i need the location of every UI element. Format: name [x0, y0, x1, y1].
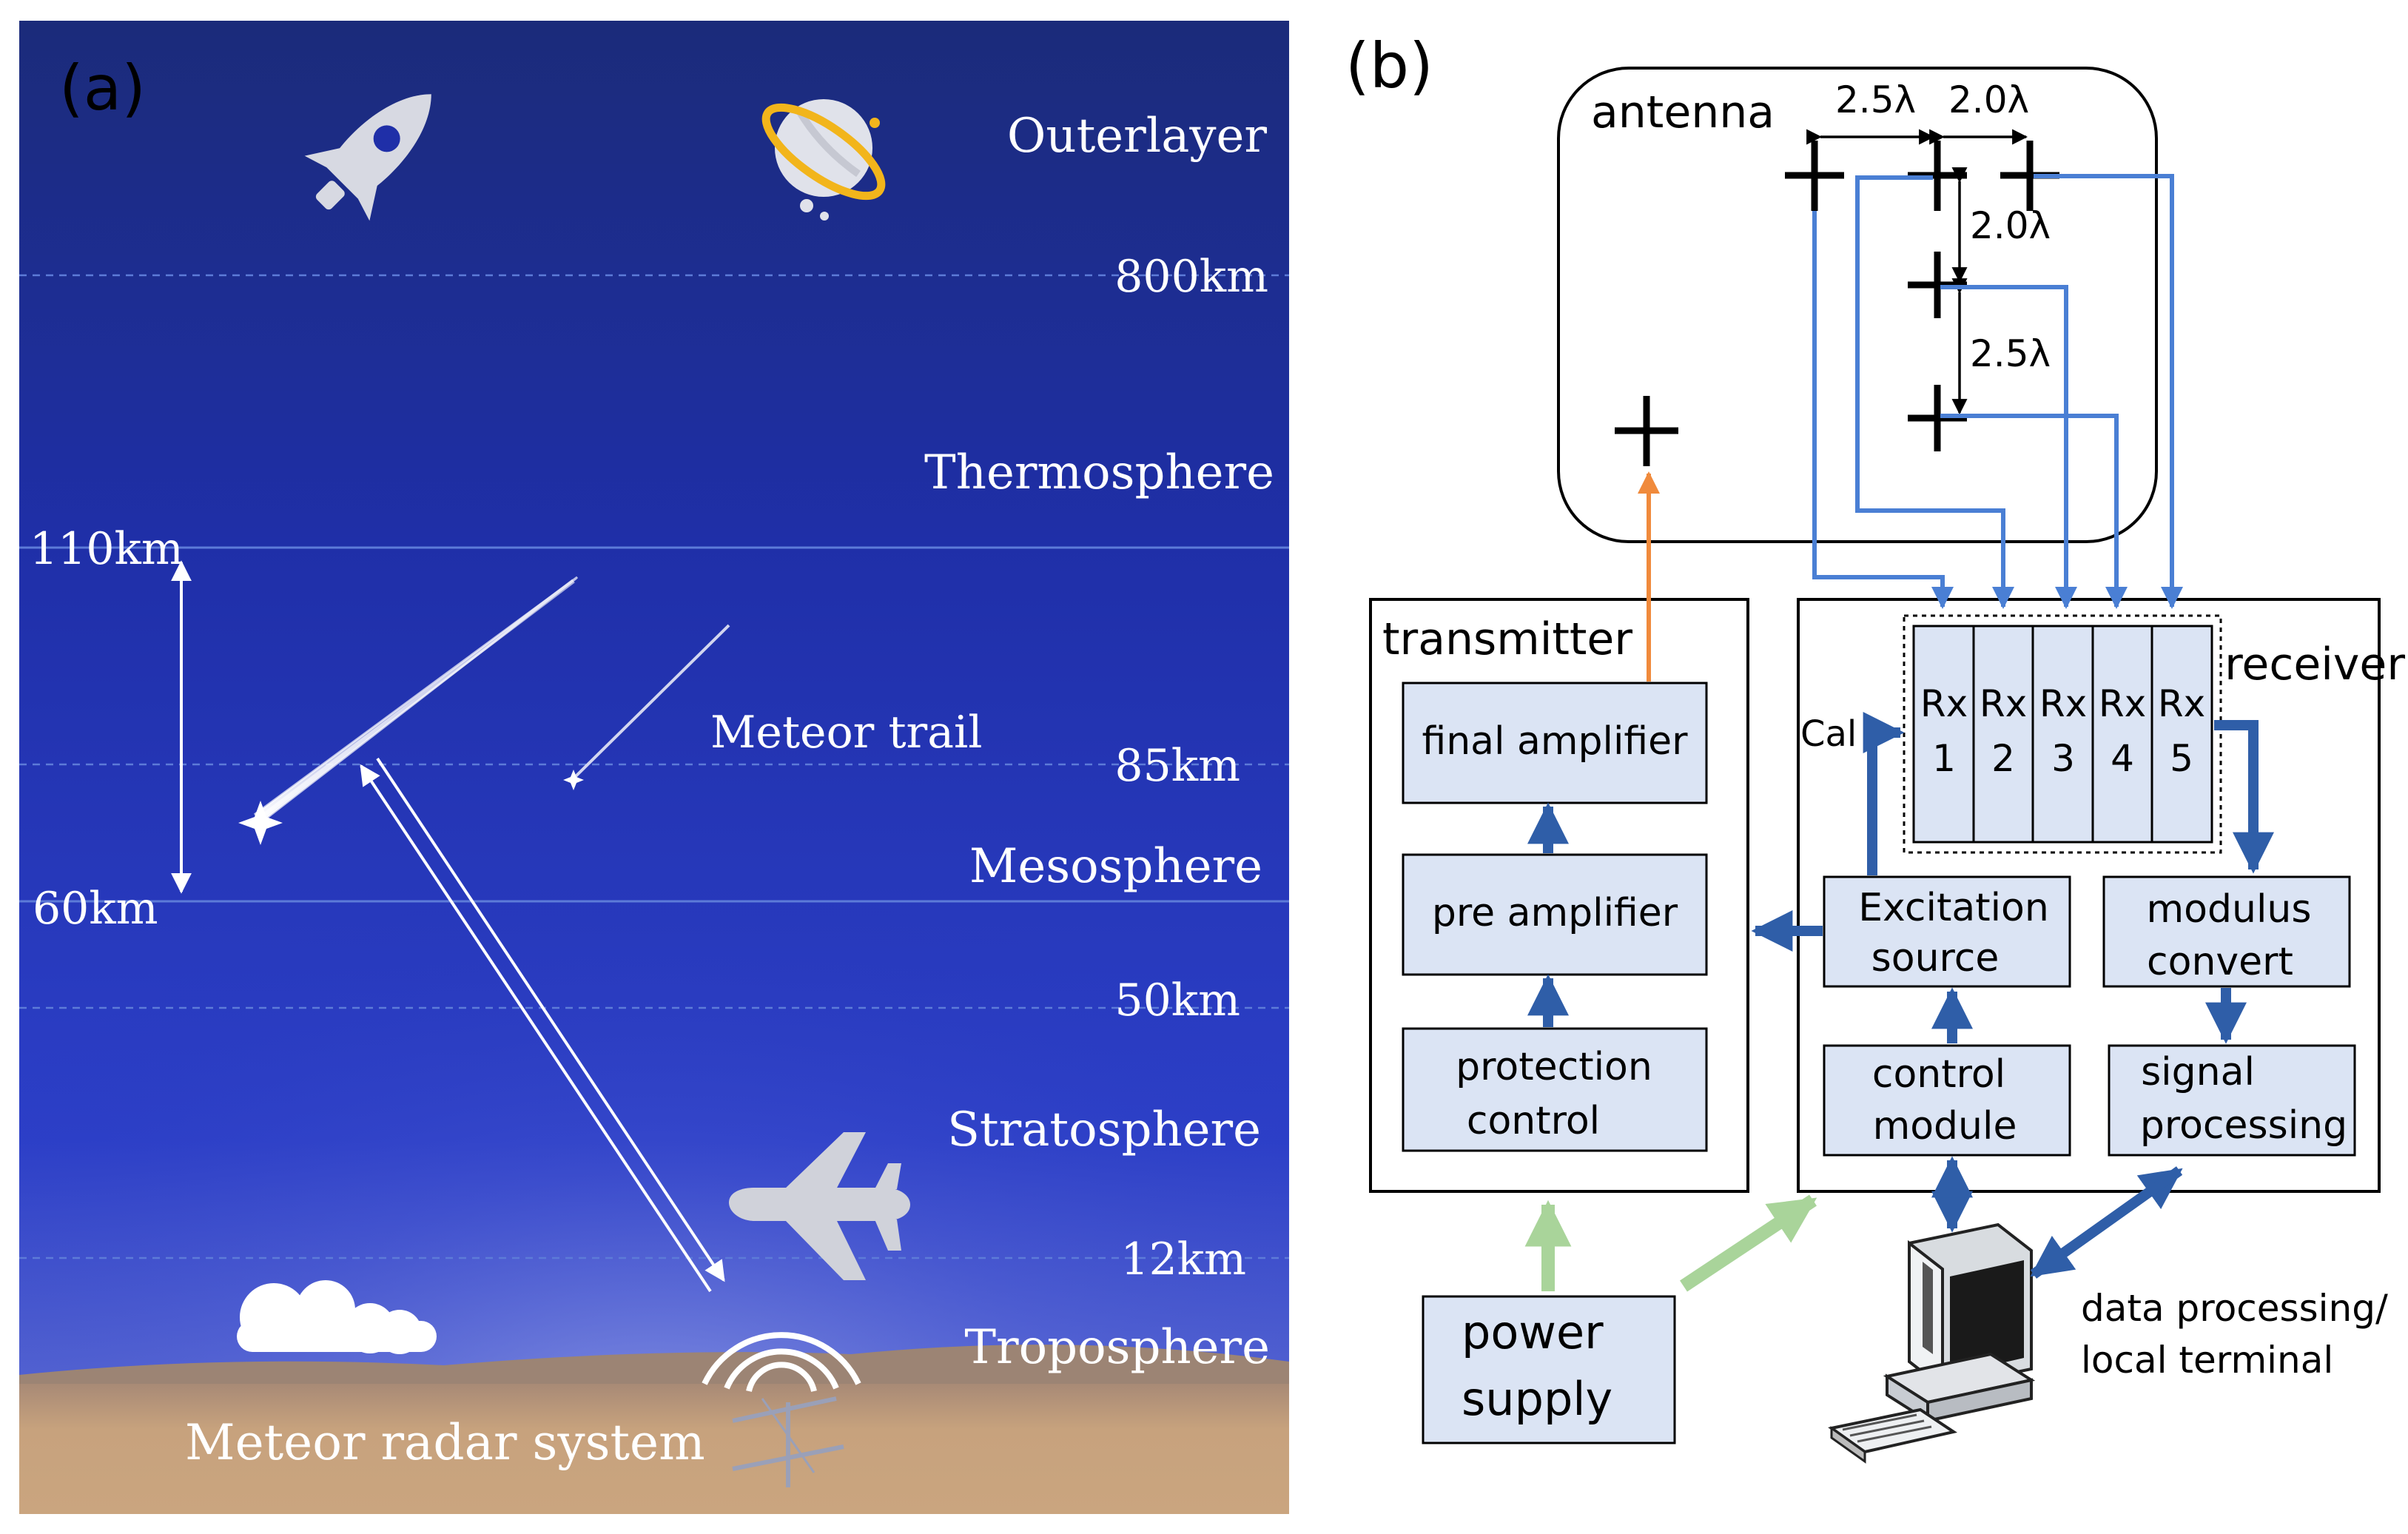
cable-rx1 — [1812, 211, 1954, 609]
control-module-block — [1823, 1044, 2071, 1157]
meteor-trail-2 — [572, 624, 730, 780]
altitude-12km: 12km — [1120, 1234, 1246, 1285]
protection-control-block — [1402, 1027, 1708, 1152]
cable-rx3 — [1940, 285, 2077, 609]
altitude-110km: 110km — [30, 523, 184, 575]
rx-4-number: 4 — [2111, 737, 2134, 780]
cloud-icon — [237, 1280, 437, 1354]
radar-system-label: Meteor radar system — [185, 1414, 705, 1471]
rx-channel-4: Rx 4 — [2099, 682, 2146, 780]
signal-processing-label-2: processing — [2140, 1103, 2347, 1148]
cable-rx4 — [1940, 414, 2128, 609]
rx-4-label: Rx — [2099, 682, 2146, 725]
rx-3-number: 3 — [2051, 737, 2075, 780]
rx-bank — [1912, 625, 2213, 844]
rx-5-number: 5 — [2170, 737, 2193, 780]
spacing-label-2: 2.0λ — [1948, 78, 2029, 121]
spacing-label-1: 2.5λ — [1835, 78, 1916, 121]
transmitter-title: transmitter — [1382, 613, 1632, 665]
antenna-box — [1557, 67, 2158, 543]
excitation-source-label-2: source — [1871, 936, 2000, 980]
final-amplifier-label: final amplifier — [1422, 719, 1688, 764]
layer-outerlayer: Outerlayer — [1007, 109, 1268, 164]
spacing-label-4: 2.5λ — [1970, 332, 2051, 375]
antenna-title: antenna — [1591, 87, 1775, 138]
radar-signal-down — [376, 757, 725, 1282]
ground — [19, 1384, 1289, 1514]
rx-channel-3: Rx 3 — [2039, 682, 2087, 780]
tx-antenna-cross — [1615, 396, 1678, 466]
rx-2-label: Rx — [1980, 682, 2027, 725]
cal-label: Cal — [1800, 713, 1857, 755]
control-module-label-2: module — [1873, 1104, 2017, 1148]
layer-mesosphere: Mesosphere — [969, 839, 1262, 894]
meteor-trail-1-core — [256, 579, 575, 822]
panel-b: (b) antenna 2.5λ 2.0λ 2.0λ 2 — [1345, 30, 2405, 1464]
layer-troposphere: Troposphere — [964, 1320, 1270, 1375]
signal-processing-block — [2108, 1044, 2356, 1157]
meteor-star-1 — [238, 801, 283, 845]
pre-amplifier-block — [1402, 853, 1708, 976]
power-supply-block — [1422, 1295, 1676, 1444]
power-supply-label-1: power — [1462, 1305, 1604, 1359]
layer-thermosphere: Thermosphere — [924, 445, 1274, 500]
rocket-icon — [304, 94, 431, 221]
final-amplifier-block — [1402, 682, 1708, 804]
protection-control-label-1: protection — [1456, 1045, 1652, 1089]
planet-icon — [761, 99, 886, 221]
meteor-trail-label: Meteor trail — [710, 707, 982, 758]
meteor-star-2 — [563, 770, 584, 790]
altitude-85km: 85km — [1114, 740, 1240, 792]
computer-terminal-icon — [1828, 1222, 2036, 1464]
layer-stratosphere: Stratosphere — [947, 1103, 1261, 1157]
excitation-source-label-1: Excitation — [1858, 886, 2049, 930]
radar-signal-up — [360, 764, 712, 1293]
altitude-60km: 60km — [33, 883, 158, 935]
altitude-50km: 50km — [1114, 975, 1240, 1026]
terminal-label-2: local terminal — [2081, 1339, 2333, 1382]
altitude-800km: 800km — [1114, 251, 1268, 303]
pre-amplifier-label: pre amplifier — [1432, 891, 1678, 935]
control-module-label-1: control — [1872, 1052, 2005, 1097]
panel-a-label: (a) — [59, 52, 146, 124]
panel-a: (a) Outerlayer Thermosphere Mesosphere S… — [19, 21, 1289, 1514]
excitation-source-block — [1823, 875, 2071, 988]
rx-1-number: 1 — [1932, 737, 1956, 780]
rx-5-label: Rx — [2158, 682, 2205, 725]
rx-2-number: 2 — [1991, 737, 2015, 780]
power-supply-label-2: supply — [1462, 1372, 1612, 1426]
rx-channel-1: Rx 1 — [1920, 682, 1968, 780]
cable-rx5 — [2034, 174, 2183, 609]
receiver-title: receiver — [2224, 639, 2405, 690]
modulus-convert-label-1: modulus — [2147, 887, 2312, 932]
signal-processing-label-1: signal — [2141, 1050, 2255, 1094]
arrow-power-to-receiver — [1680, 1194, 1817, 1292]
terminal-label-1: data processing/ — [2081, 1287, 2388, 1330]
modulus-convert-block — [2102, 875, 2351, 988]
rx-1-label: Rx — [1920, 682, 1968, 725]
airplane-icon — [729, 1132, 910, 1280]
rx-antenna-cross-1 — [1785, 141, 1844, 211]
rx-3-label: Rx — [2039, 682, 2087, 725]
spacing-label-3: 2.0λ — [1970, 204, 2051, 247]
rx-channel-2: Rx 2 — [1980, 682, 2027, 780]
arrow-excitation-to-rx-cal — [1863, 712, 1905, 875]
radar-antenna-icon — [702, 1332, 861, 1487]
modulus-convert-label-2: convert — [2147, 940, 2293, 984]
arrow-rx-to-modulus — [2214, 720, 2274, 874]
cable-rx2 — [1855, 175, 2014, 609]
rx-channel-5: Rx 5 — [2158, 682, 2205, 780]
panel-b-label: (b) — [1345, 30, 1433, 102]
protection-control-label-2: control — [1467, 1099, 1600, 1143]
arrow-signal-to-terminal — [2030, 1166, 2183, 1279]
